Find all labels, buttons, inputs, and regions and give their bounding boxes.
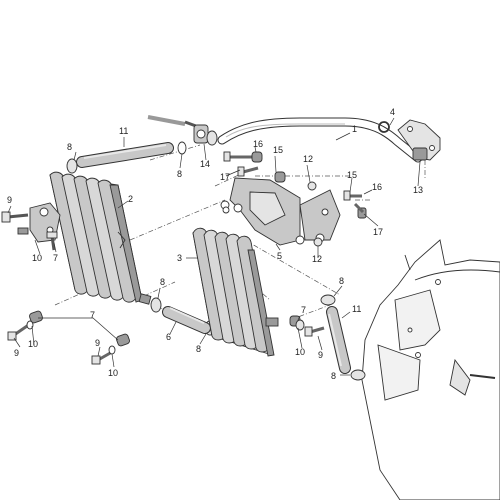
callout-4: 4	[390, 107, 395, 117]
callout-17-left: 17	[220, 172, 230, 182]
radiator-right	[192, 227, 279, 357]
callout-16-right: 16	[372, 182, 382, 192]
callout-6: 6	[166, 332, 171, 342]
oil-pipe	[217, 117, 423, 163]
callout-11-right: 11	[352, 304, 361, 314]
callout-7-left: 7	[53, 253, 58, 263]
banjo-fitting	[147, 115, 218, 155]
frame-section	[361, 239, 500, 500]
callout-9-left: 9	[7, 195, 12, 205]
callout-17-right: 17	[373, 227, 383, 237]
callout-8-lower-center: 8	[196, 344, 201, 354]
callout-12-upper: 12	[303, 154, 313, 164]
hose-upper	[76, 142, 174, 168]
callout-1: 1	[352, 124, 357, 134]
callout-8-center: 8	[160, 277, 165, 287]
callout-7-right: 7	[301, 305, 306, 315]
callout-9-lower-center: 9	[95, 338, 100, 348]
callout-5: 5	[277, 251, 282, 261]
callout-9-lower-left: 9	[14, 348, 19, 358]
callout-14: 14	[200, 159, 210, 169]
callout-2: 2	[128, 194, 133, 204]
pipe-flange	[378, 119, 441, 161]
callout-11-upper: 11	[119, 126, 128, 136]
callout-9-right: 9	[318, 350, 323, 360]
callout-8-upper-left: 8	[67, 142, 72, 152]
right-lower-fasteners	[289, 315, 325, 337]
callout-8-right-lower: 8	[331, 371, 336, 381]
left-mount-bracket	[1, 202, 61, 251]
callout-8-right-upper: 8	[339, 276, 344, 286]
callout-10-right: 10	[295, 347, 305, 357]
center-fasteners	[222, 151, 367, 247]
callout-13: 13	[413, 185, 423, 195]
callout-10-left: 10	[32, 253, 42, 263]
lower-left-fasteners	[7, 310, 130, 365]
callout-3: 3	[177, 253, 182, 263]
callout-12-lower: 12	[312, 254, 322, 264]
hose-right	[326, 306, 351, 374]
callout-10-lower-center: 10	[108, 368, 118, 378]
callout-7-lower: 7	[90, 310, 95, 320]
hose-lower	[162, 306, 211, 334]
leader-lines	[7, 117, 421, 376]
callout-15-right: 15	[347, 170, 357, 180]
callout-10-lower-left: 10	[28, 339, 38, 349]
callout-16-left: 16	[253, 139, 263, 149]
callout-labels: 1 2 3 4 5 6 7 7 7 8 8 8 8 8 8 9 9 9 9 10…	[7, 107, 423, 381]
radiator-left	[49, 171, 152, 305]
center-bracket	[220, 177, 341, 246]
callout-15-left: 15	[273, 145, 283, 155]
callout-8-upper-center: 8	[177, 169, 182, 179]
